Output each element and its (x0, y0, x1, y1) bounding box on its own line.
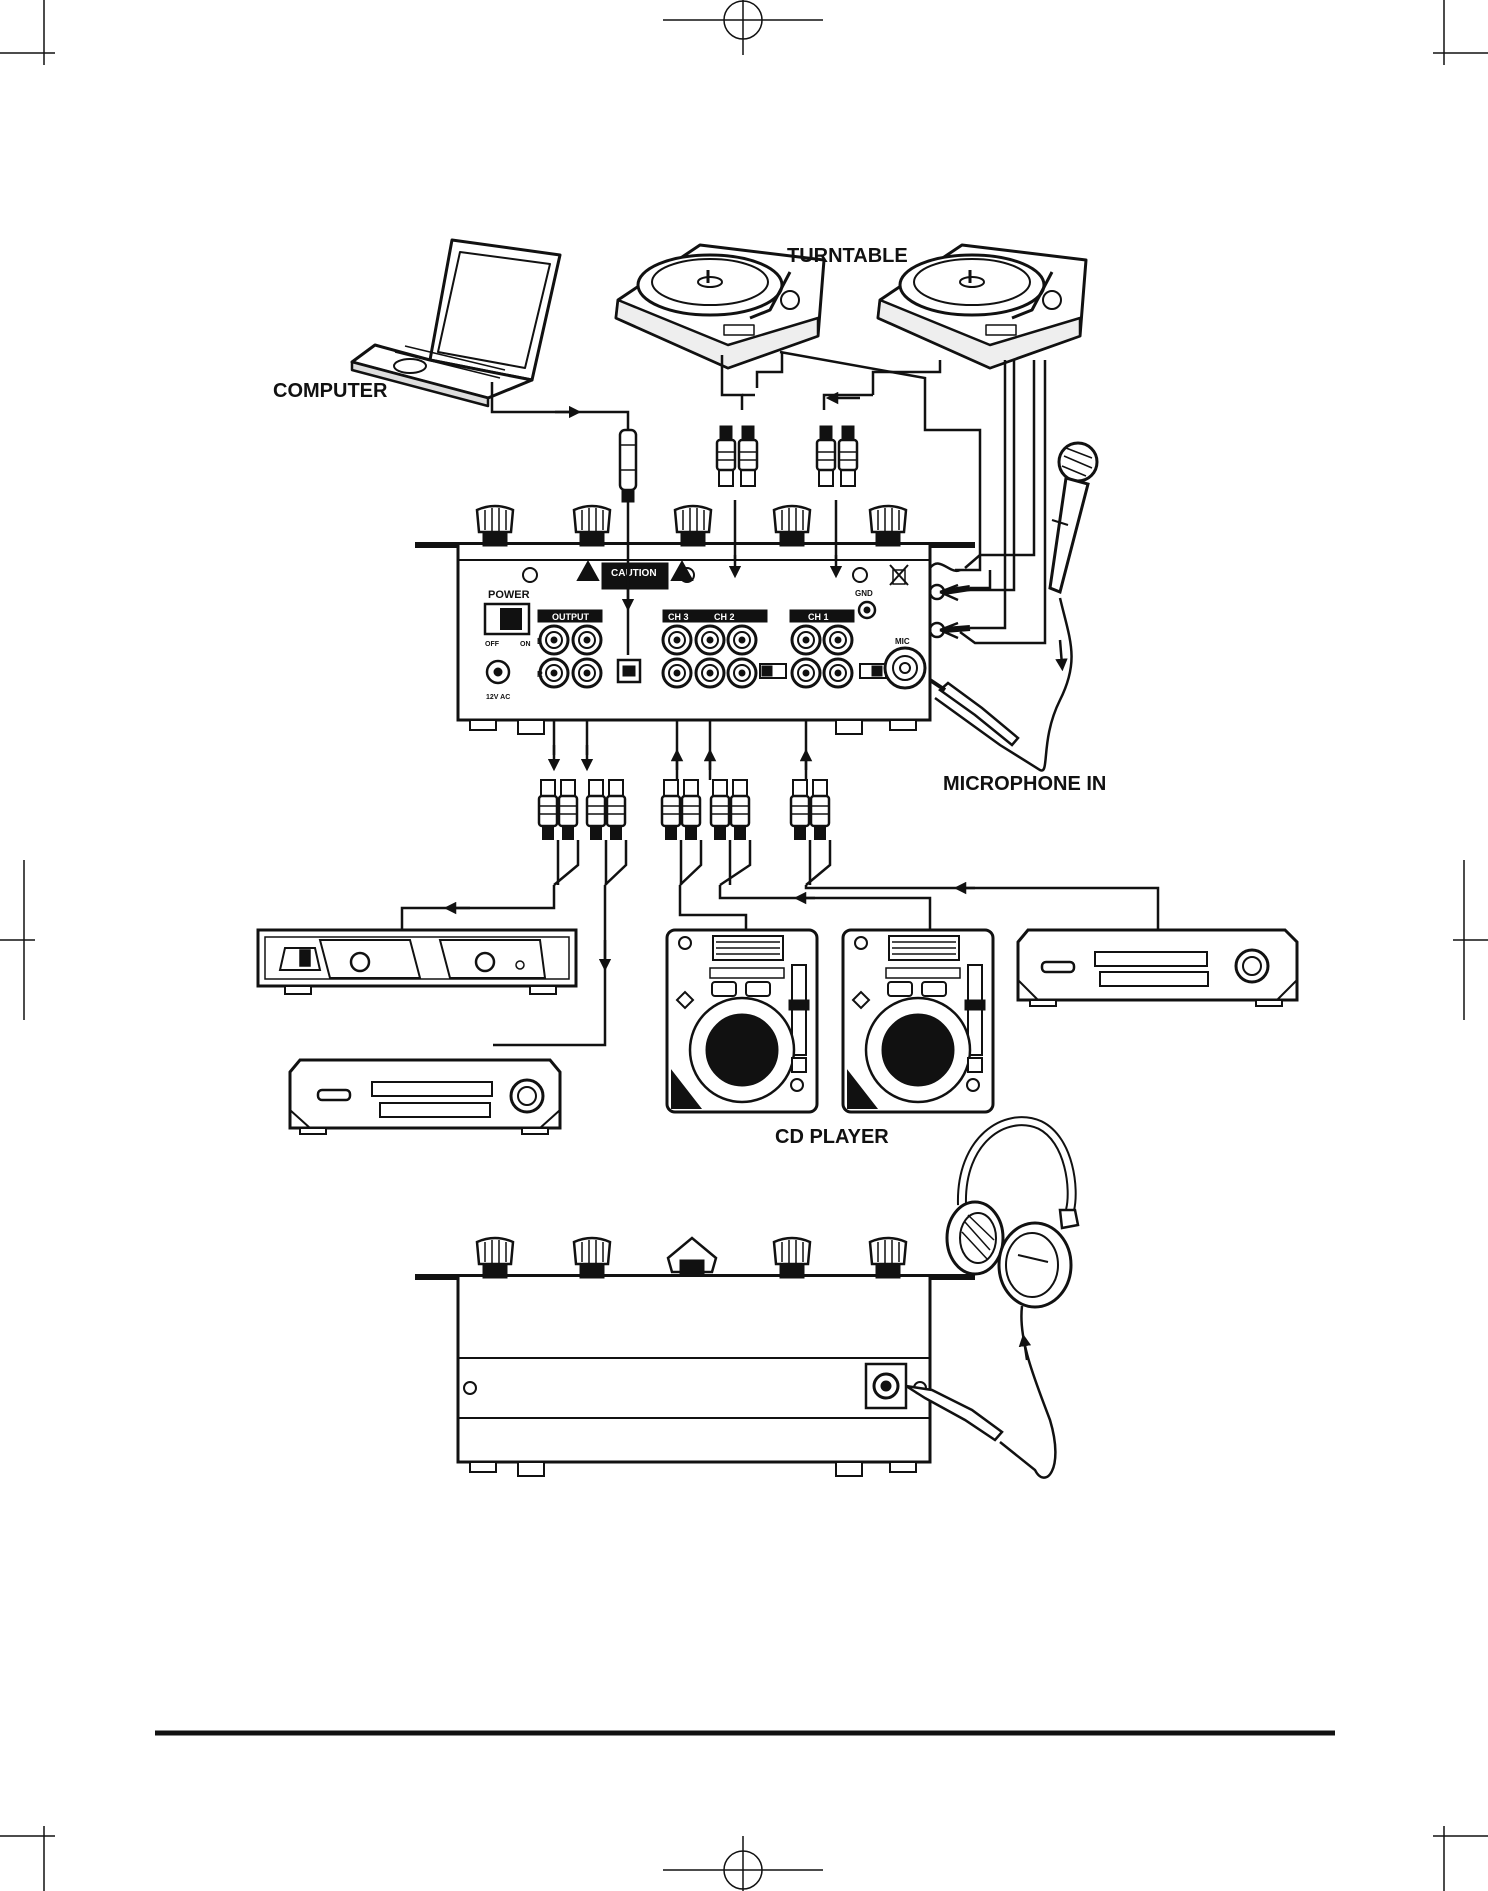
recorder-right (1018, 930, 1297, 1006)
ch2-label: CH 2 (714, 612, 735, 622)
off-label: OFF (485, 641, 500, 648)
output-r-label: R (537, 670, 543, 679)
cd-player-label: CD PLAYER (775, 1126, 889, 1148)
mixer-front-panel (415, 1238, 975, 1476)
computer-label: COMPUTER (273, 380, 388, 402)
gnd-label: GND (855, 589, 873, 598)
dc-label: 12V AC (486, 694, 510, 701)
microphone-in-label: MICROPHONE IN (943, 773, 1106, 795)
microphone (1050, 443, 1097, 592)
caution-label: CAUTION (611, 568, 657, 579)
ch3-label: CH 3 (668, 612, 689, 622)
mic-label: MIC (895, 637, 910, 646)
connectors-middle (539, 780, 829, 840)
ch1-label: CH 1 (808, 612, 829, 622)
on-label: ON (520, 641, 531, 648)
recorder-left (290, 1060, 560, 1134)
output-label: OUTPUT (552, 612, 590, 622)
turntable-right (878, 245, 1086, 368)
output-l-label: L (537, 637, 542, 646)
power-label: POWER (488, 589, 530, 601)
cd-player-left (667, 930, 817, 1112)
turntable-label: TURNTABLE (787, 245, 908, 267)
cable-stubs (554, 840, 830, 885)
cd-player-right (843, 930, 993, 1112)
amplifier (258, 930, 576, 994)
